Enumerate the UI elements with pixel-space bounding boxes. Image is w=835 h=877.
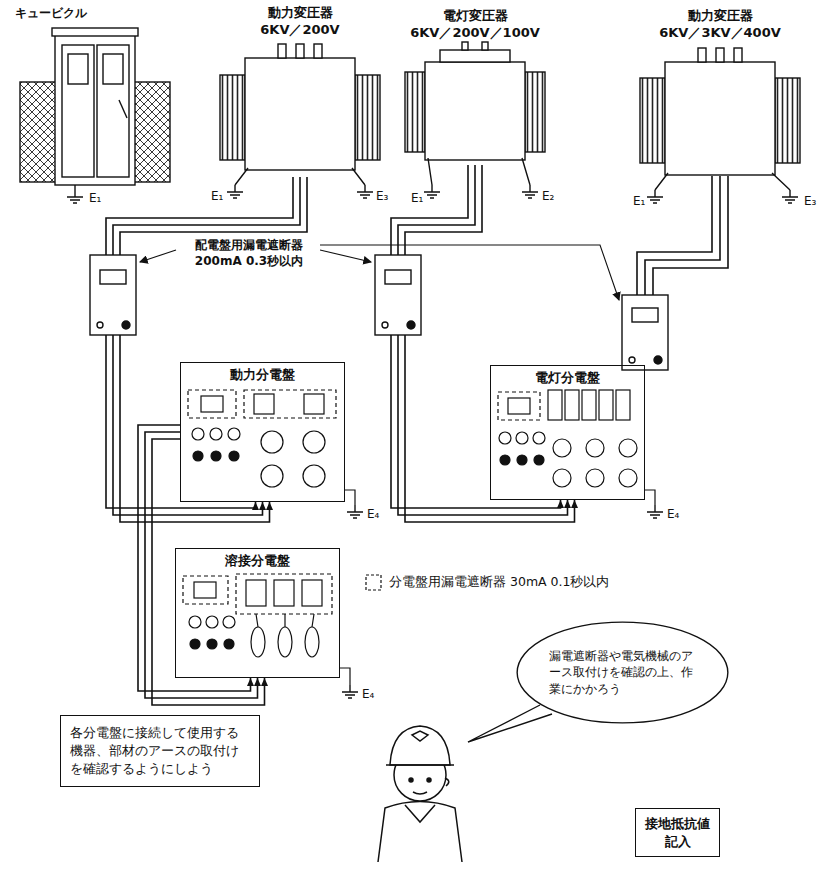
note-text: 各分電盤に接続して使用する機器、部材のアースの取付けを確認するようにしよう — [70, 724, 250, 778]
speech-bubble: 漏電遮断器や電気機械のアース取付けを確認の上、作業にかかろう — [515, 620, 730, 725]
record-box: 接地抵抗値 記入 — [635, 808, 720, 857]
ground-symbol — [67, 190, 83, 203]
ground-label: E₄ — [366, 508, 380, 521]
ground-label: E₁ — [210, 190, 224, 203]
ground-label: E₄ — [361, 688, 375, 701]
ground-label: E₃ — [375, 190, 389, 203]
ground-label: E₃ — [803, 195, 817, 208]
ground-symbol — [342, 685, 358, 698]
leakage-breaker — [622, 295, 668, 370]
ground-label: E₁ — [410, 192, 424, 205]
bubble-tail — [468, 705, 552, 742]
cubicle — [20, 28, 170, 190]
cable — [106, 177, 307, 522]
board-name: 電灯分電盤 — [491, 369, 644, 387]
ground-symbol — [522, 185, 538, 198]
ground-symbol — [347, 505, 363, 518]
board-parts — [183, 574, 350, 685]
ground-label: E₁ — [88, 192, 102, 205]
ground-label: E₂ — [541, 190, 555, 203]
board-name: 動力分電盤 — [181, 366, 344, 384]
ground-label: E₁ — [632, 195, 646, 208]
voltage-rating: 6KV／200V — [215, 22, 385, 39]
leakage-breaker — [375, 255, 421, 335]
ground-symbol — [647, 190, 663, 203]
cable — [391, 165, 578, 522]
lighting-transformer — [405, 42, 545, 185]
ground-symbol — [357, 185, 373, 198]
ground-label: E₄ — [666, 508, 680, 521]
legend-text: 分電盤用漏電遮断器 30mA 0.1秒以内 — [388, 575, 610, 589]
record-text: 接地抵抗値 記入 — [644, 815, 711, 850]
board-name: 溶接分電盤 — [176, 552, 339, 570]
worker-figure — [378, 726, 462, 862]
ground-symbol — [782, 190, 798, 203]
equipment-name: 電灯変圧器 — [395, 8, 555, 25]
ground-symbol — [227, 185, 243, 198]
voltage-rating: 6KV／3KV／400V — [630, 25, 810, 42]
equipment-name: 動力変圧器 — [215, 5, 385, 22]
transformer-node: 動力変圧器6KV／200V — [215, 5, 385, 177]
distribution-board: 動力分電盤 — [180, 362, 345, 502]
distribution-board: 溶接分電盤 — [175, 548, 340, 678]
callout-note: 配電盤用漏電遮断器 200mA 0.3秒以内 — [178, 238, 320, 269]
note-box: 各分電盤に接続して使用する機器、部材のアースの取付けを確認するようにしよう — [60, 715, 260, 787]
equipment-name: キュービクル — [15, 5, 175, 22]
legend-swatch — [366, 575, 381, 590]
power-transformer — [637, 48, 800, 300]
board-parts — [188, 390, 355, 505]
leakage-breaker — [90, 255, 136, 335]
transformer-node: 動力変圧器6KV／3KV／400V — [630, 8, 810, 180]
power-transformer — [220, 44, 380, 185]
distribution-board: 電灯分電盤 — [490, 365, 645, 500]
board-parts — [498, 390, 655, 505]
cubicle-node: キュービクル — [15, 5, 175, 200]
equipment-name: 動力変圧器 — [630, 8, 810, 25]
ground-symbol — [424, 185, 440, 198]
voltage-rating: 6KV／200V／100V — [395, 25, 555, 42]
speech-text: 漏電遮断器や電気機械のアース取付けを確認の上、作業にかかろう — [549, 648, 696, 697]
ground-symbol — [647, 505, 663, 518]
transformer-node: 電灯変圧器6KV／200V／100V — [395, 8, 555, 165]
